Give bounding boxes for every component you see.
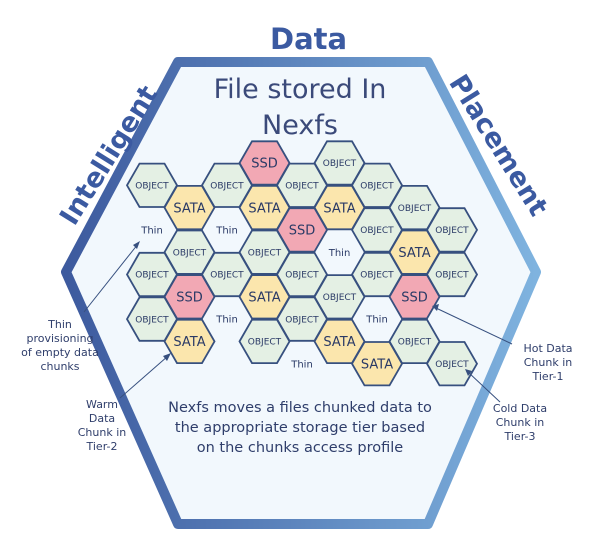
title-line-2: Nexfs xyxy=(262,110,338,141)
cold-arrowhead xyxy=(465,369,472,376)
annotation-hot-line: Chunk in xyxy=(523,356,573,369)
warm-arrow xyxy=(119,355,169,399)
object-chunk: OBJECT xyxy=(425,341,479,387)
thin-label: Thin xyxy=(215,226,238,237)
thin-chunk: Thin xyxy=(290,359,313,370)
thin-label: Thin xyxy=(140,226,163,237)
thin-chunk: Thin xyxy=(215,315,238,326)
hot-arrowhead xyxy=(432,304,439,311)
object-label: OBJECT xyxy=(210,271,244,281)
object-label: OBJECT xyxy=(285,315,319,325)
thin-label: Thin xyxy=(328,248,351,259)
annotation-hot-line: Hot Data xyxy=(523,342,573,355)
sata-chunk: SATA xyxy=(163,318,216,365)
sata-label: SATA xyxy=(248,290,280,305)
annotation-warm-line: Data xyxy=(88,412,116,425)
title-line-1: File stored In xyxy=(213,74,387,105)
sata-chunk: SATA xyxy=(350,341,404,387)
annotation-cold: Cold Data Chunk in Tier-3 xyxy=(478,402,562,444)
sata-chunk: SATA xyxy=(313,318,366,365)
annotation-thin-line: Thin xyxy=(48,318,72,331)
thin-chunk: Thin xyxy=(140,226,163,237)
chunk-grid: SSD OBJECT OBJECT OBJECT OBJECT OBJECT SATA SAT… xyxy=(125,140,479,387)
warm-arrowhead xyxy=(163,353,171,361)
annotation-thin-line: of empty data xyxy=(21,346,99,359)
object-label: OBJECT xyxy=(135,271,169,281)
object-label: OBJECT xyxy=(135,315,169,325)
sata-chunk: SATA xyxy=(238,184,291,231)
object-label: OBJECT xyxy=(398,204,432,214)
thin-chunk: Thin xyxy=(328,248,351,259)
ssd-label: SSD xyxy=(251,157,278,172)
thin-arrow xyxy=(83,243,139,313)
sata-hexagon xyxy=(163,318,216,365)
thin-arrowhead xyxy=(133,241,140,249)
sata-label: SATA xyxy=(361,357,393,372)
object-label: OBJECT xyxy=(435,360,469,370)
caption-line-1: Nexfs moves a files chunked data to xyxy=(168,400,432,416)
sata-label: SATA xyxy=(173,335,205,350)
object-label: OBJECT xyxy=(360,226,394,236)
object-label: OBJECT xyxy=(248,338,282,348)
diagram-title: File stored In Nexfs xyxy=(180,72,420,144)
sata-label: SATA xyxy=(398,246,430,261)
sata-label: SATA xyxy=(323,201,355,216)
annotation-cold-line: Cold Data xyxy=(492,402,548,415)
annotation-warm-line: Chunk in xyxy=(77,426,127,439)
object-label: OBJECT xyxy=(173,248,207,258)
cold-arrow xyxy=(467,371,501,403)
thin-chunk: Thin xyxy=(365,315,388,326)
sata-chunk: SATA xyxy=(238,274,291,320)
ssd-label: SSD xyxy=(289,224,316,239)
object-label: OBJECT xyxy=(323,159,357,169)
annotation-warm: Warm Data Chunk in Tier-2 xyxy=(66,398,138,454)
object-label: OBJECT xyxy=(398,338,432,348)
thin-label: Thin xyxy=(365,315,388,326)
caption-line-2: the appropriate storage tier based xyxy=(174,420,426,436)
diagram-caption: Nexfs moves a files chunked data to the … xyxy=(148,398,452,458)
thin-chunk: Thin xyxy=(215,226,238,237)
object-chunk: OBJECT xyxy=(238,318,291,365)
caption-line-3: on the chunks access profile xyxy=(196,440,404,456)
object-label: OBJECT xyxy=(360,271,394,281)
annotation-hot: Hot Data Chunk in Tier-1 xyxy=(508,342,588,384)
object-label: OBJECT xyxy=(285,271,319,281)
ssd-hexagon xyxy=(388,274,441,320)
object-label: OBJECT xyxy=(435,226,469,236)
annotation-warm-line: Tier-2 xyxy=(86,440,118,453)
annotation-thin: Thin provisioning of empty data chunks xyxy=(6,318,114,374)
object-label: OBJECT xyxy=(248,248,282,258)
sata-hexagon xyxy=(350,341,404,387)
ssd-label: SSD xyxy=(176,290,203,305)
annotation-cold-line: Tier-3 xyxy=(504,430,536,443)
sata-label: SATA xyxy=(173,201,205,216)
sata-hexagon xyxy=(163,184,216,231)
ssd-chunk: SSD xyxy=(388,274,441,320)
annotation-thin-line: chunks xyxy=(40,360,80,373)
annotation-hot-line: Tier-1 xyxy=(532,370,564,383)
object-label: OBJECT xyxy=(135,182,169,192)
sata-label: SATA xyxy=(323,335,355,350)
heading-data: Data xyxy=(270,22,348,56)
annotation-warm-line: Warm xyxy=(86,398,118,411)
annotation-cold-line: Chunk in xyxy=(495,416,545,429)
ssd-label: SSD xyxy=(401,290,428,305)
object-hexagon xyxy=(425,341,479,387)
thin-label: Thin xyxy=(215,315,238,326)
object-label: OBJECT xyxy=(210,182,244,192)
annotation-arrows xyxy=(83,241,513,403)
sata-label: SATA xyxy=(248,201,280,216)
object-hexagon xyxy=(238,318,291,365)
thin-label: Thin xyxy=(290,359,313,370)
object-label: OBJECT xyxy=(285,182,319,192)
object-label: OBJECT xyxy=(323,293,357,303)
object-label: OBJECT xyxy=(360,182,394,192)
hot-arrow xyxy=(435,307,513,345)
object-label: OBJECT xyxy=(435,271,469,281)
annotation-thin-line: provisioning xyxy=(26,332,94,345)
sata-chunk: SATA xyxy=(163,184,216,231)
